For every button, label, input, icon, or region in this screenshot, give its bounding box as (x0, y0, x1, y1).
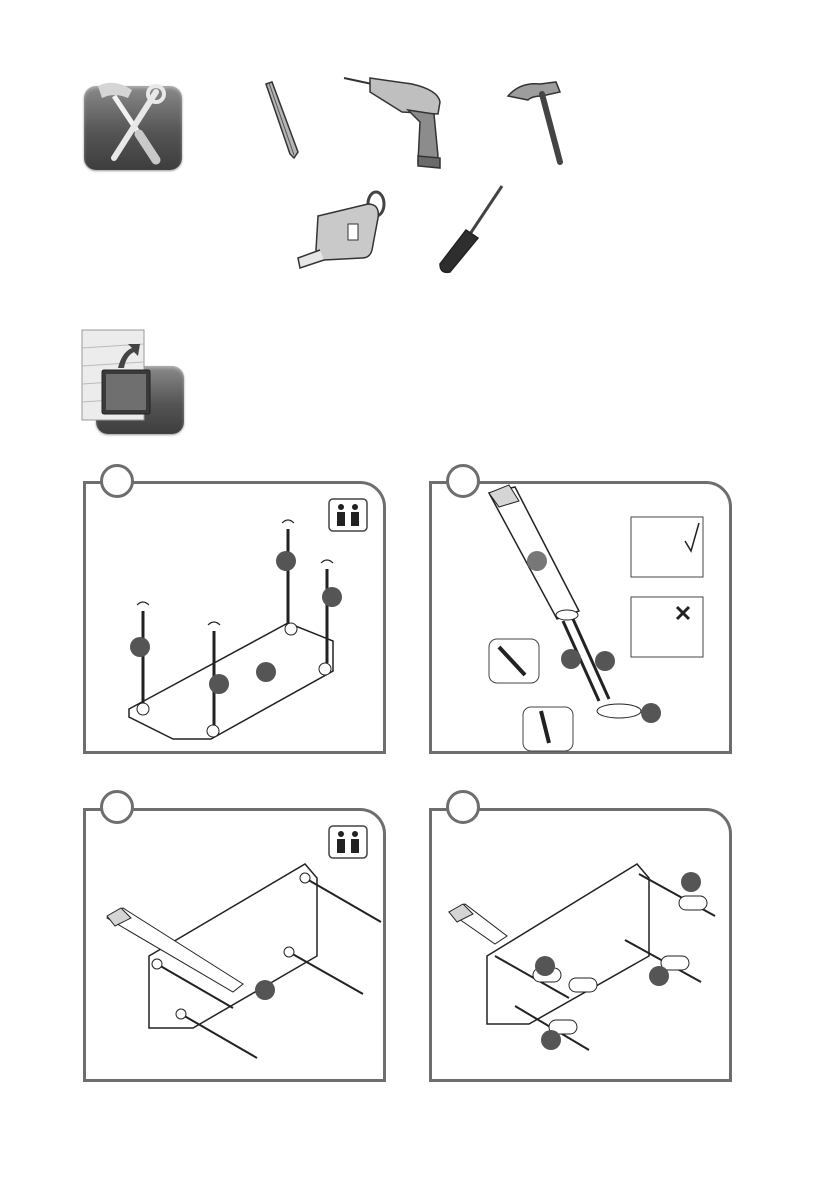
screwdriver-icon (436, 184, 506, 274)
drill-icon (342, 72, 452, 172)
step-number-2 (446, 464, 480, 498)
step-panel-3 (83, 808, 386, 1082)
tape-measure-icon (296, 190, 388, 272)
step-number-4 (446, 790, 480, 824)
step-number-3 (100, 790, 134, 824)
wall-mount-icon (96, 366, 184, 434)
step-panel-4 (429, 808, 732, 1082)
step-panel-2 (429, 481, 732, 754)
hammer-icon (506, 78, 566, 166)
step-panel-1 (83, 481, 386, 754)
step-number-1 (100, 464, 134, 498)
tools-required-icon (84, 86, 182, 170)
pencil-icon (262, 80, 302, 160)
